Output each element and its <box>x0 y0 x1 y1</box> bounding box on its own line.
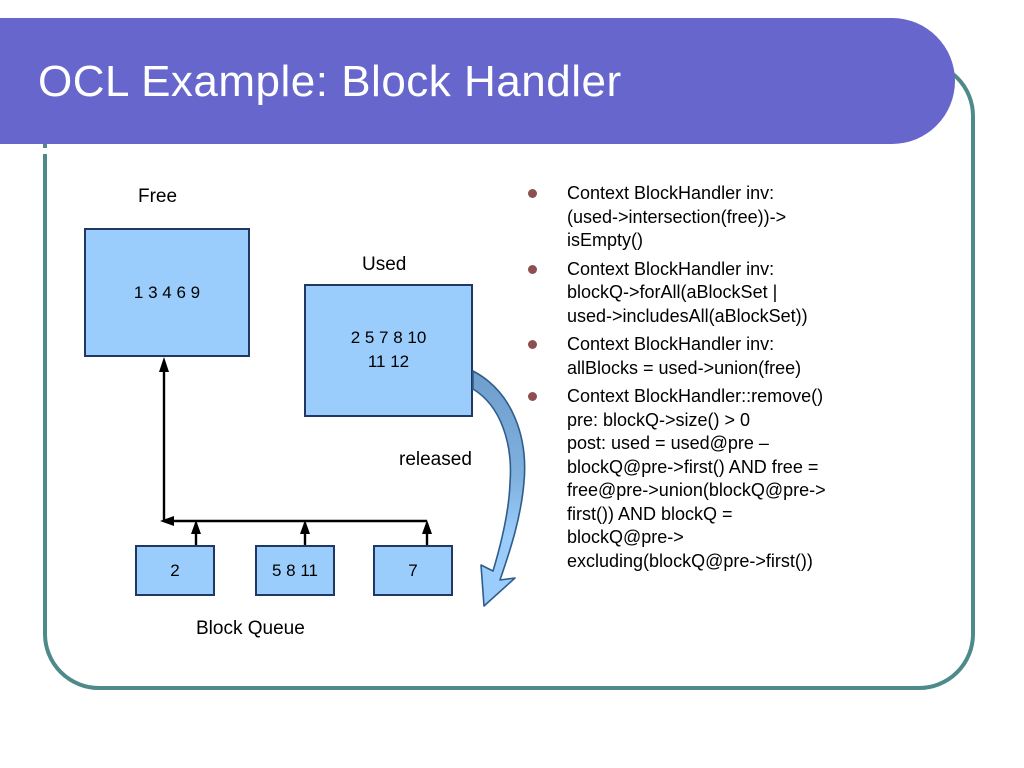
list-item: Context BlockHandler::remove() pre: bloc… <box>528 385 948 573</box>
used-set-caption: Used <box>362 254 407 275</box>
page-title: OCL Example: Block Handler <box>38 57 622 106</box>
block-queue-caption: Block Queue <box>196 618 305 639</box>
ocl-constraint-text: Context BlockHandler::remove() pre: bloc… <box>567 386 826 571</box>
block-queue-item: 5 8 11 <box>255 545 335 596</box>
block-queue-item: 7 <box>373 545 453 596</box>
block-queue-item: 2 <box>135 545 215 596</box>
list-item: Context BlockHandler inv: allBlocks = us… <box>528 333 948 380</box>
bullet-dot-icon <box>528 189 537 198</box>
bullet-dot-icon <box>528 340 537 349</box>
ocl-constraints-list: Context BlockHandler inv: (used->interse… <box>528 182 948 578</box>
list-item: Context BlockHandler inv: blockQ->forAll… <box>528 258 948 329</box>
title-underline-rule <box>0 148 885 154</box>
ocl-constraint-text: Context BlockHandler inv: (used->interse… <box>567 183 787 250</box>
ocl-constraint-text: Context BlockHandler inv: allBlocks = us… <box>567 334 802 378</box>
used-set-box: 2 5 7 8 10 11 12 <box>304 284 473 417</box>
list-item: Context BlockHandler inv: (used->interse… <box>528 182 948 253</box>
title-banner: OCL Example: Block Handler <box>0 18 955 154</box>
block-handler-diagram: Free 1 3 4 6 9 Used 2 5 7 8 10 11 12 2 5… <box>84 186 526 639</box>
free-set-caption: Free <box>138 186 178 207</box>
bullet-dot-icon <box>528 392 537 401</box>
released-arrow-label: released <box>399 449 472 470</box>
ocl-constraint-text: Context BlockHandler inv: blockQ->forAll… <box>567 258 808 326</box>
free-set-box: 1 3 4 6 9 <box>84 228 250 357</box>
bullet-dot-icon <box>528 264 537 274</box>
